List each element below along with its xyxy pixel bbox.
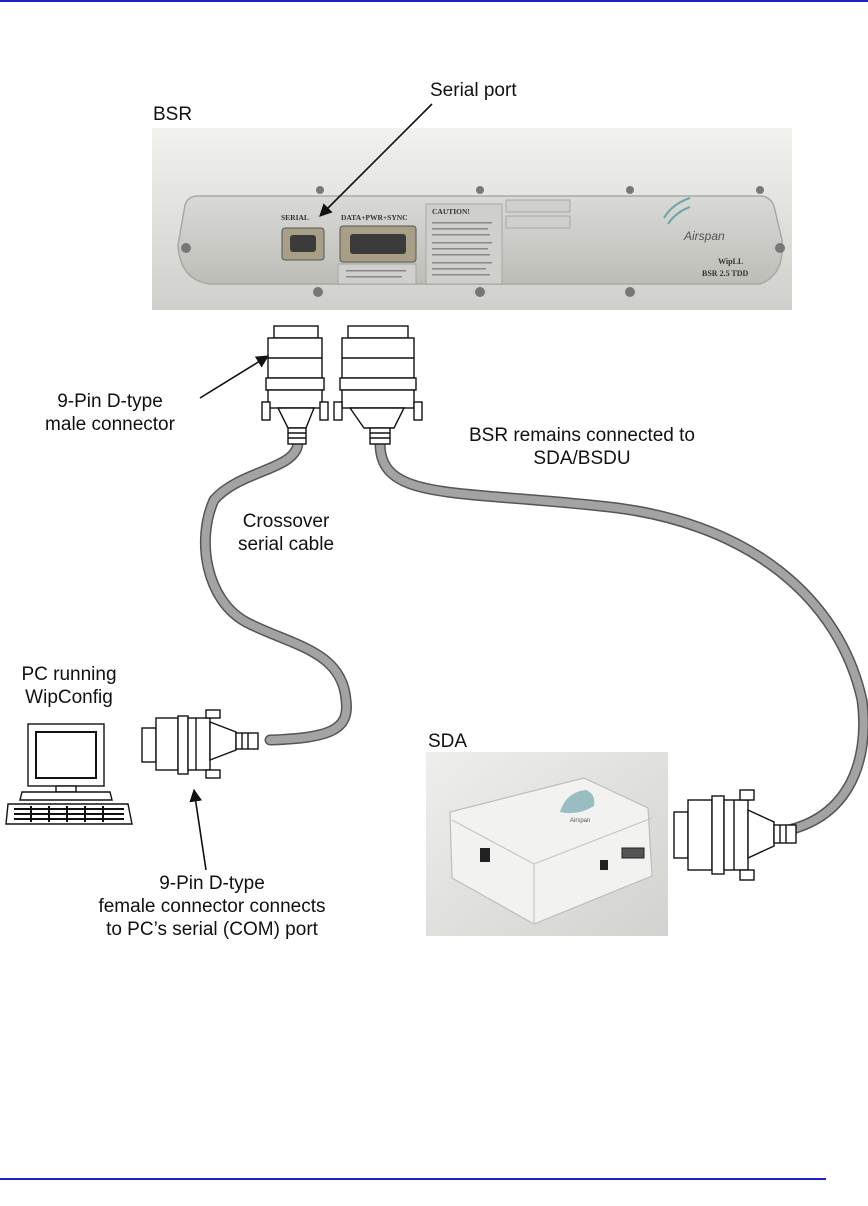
bsr-brand: Airspan [683, 229, 725, 243]
male-connector-label: 9-Pin D-type male connector [22, 390, 198, 436]
crossover-cable-label: Crossover serial cable [214, 510, 358, 556]
sda-label: SDA [428, 730, 467, 753]
female-connector-arrow [194, 790, 206, 870]
sda-brand: Airspan [570, 818, 590, 824]
sda-connector [674, 790, 796, 880]
sda-unit: Airspan [426, 752, 668, 936]
pc-computer-icon [6, 724, 132, 824]
data-pwr-sync-marking: DATA+PWR+SYNC [341, 213, 408, 222]
bsr-unit: SERIAL DATA+PWR+SYNC CAUTION! Airspan Wi… [152, 128, 792, 310]
female-connector [142, 710, 258, 778]
pc-label: PC running WipConfig [4, 663, 134, 709]
caution-marking: CAUTION! [432, 207, 470, 216]
serial-port-label: Serial port [430, 79, 517, 102]
bsr-model-2: BSR 2.5 TDD [702, 269, 749, 278]
male-connector [262, 326, 328, 444]
male-connector-arrow [200, 356, 268, 398]
serial-marking: SERIAL [281, 213, 309, 222]
data-connector [334, 326, 422, 444]
female-connector-label: 9-Pin D-type female connector connects t… [72, 872, 352, 941]
bsr-label: BSR [153, 103, 192, 126]
bsr-connected-label: BSR remains connected to SDA/BSDU [432, 424, 732, 470]
bsr-model-1: WipLL [718, 257, 743, 266]
